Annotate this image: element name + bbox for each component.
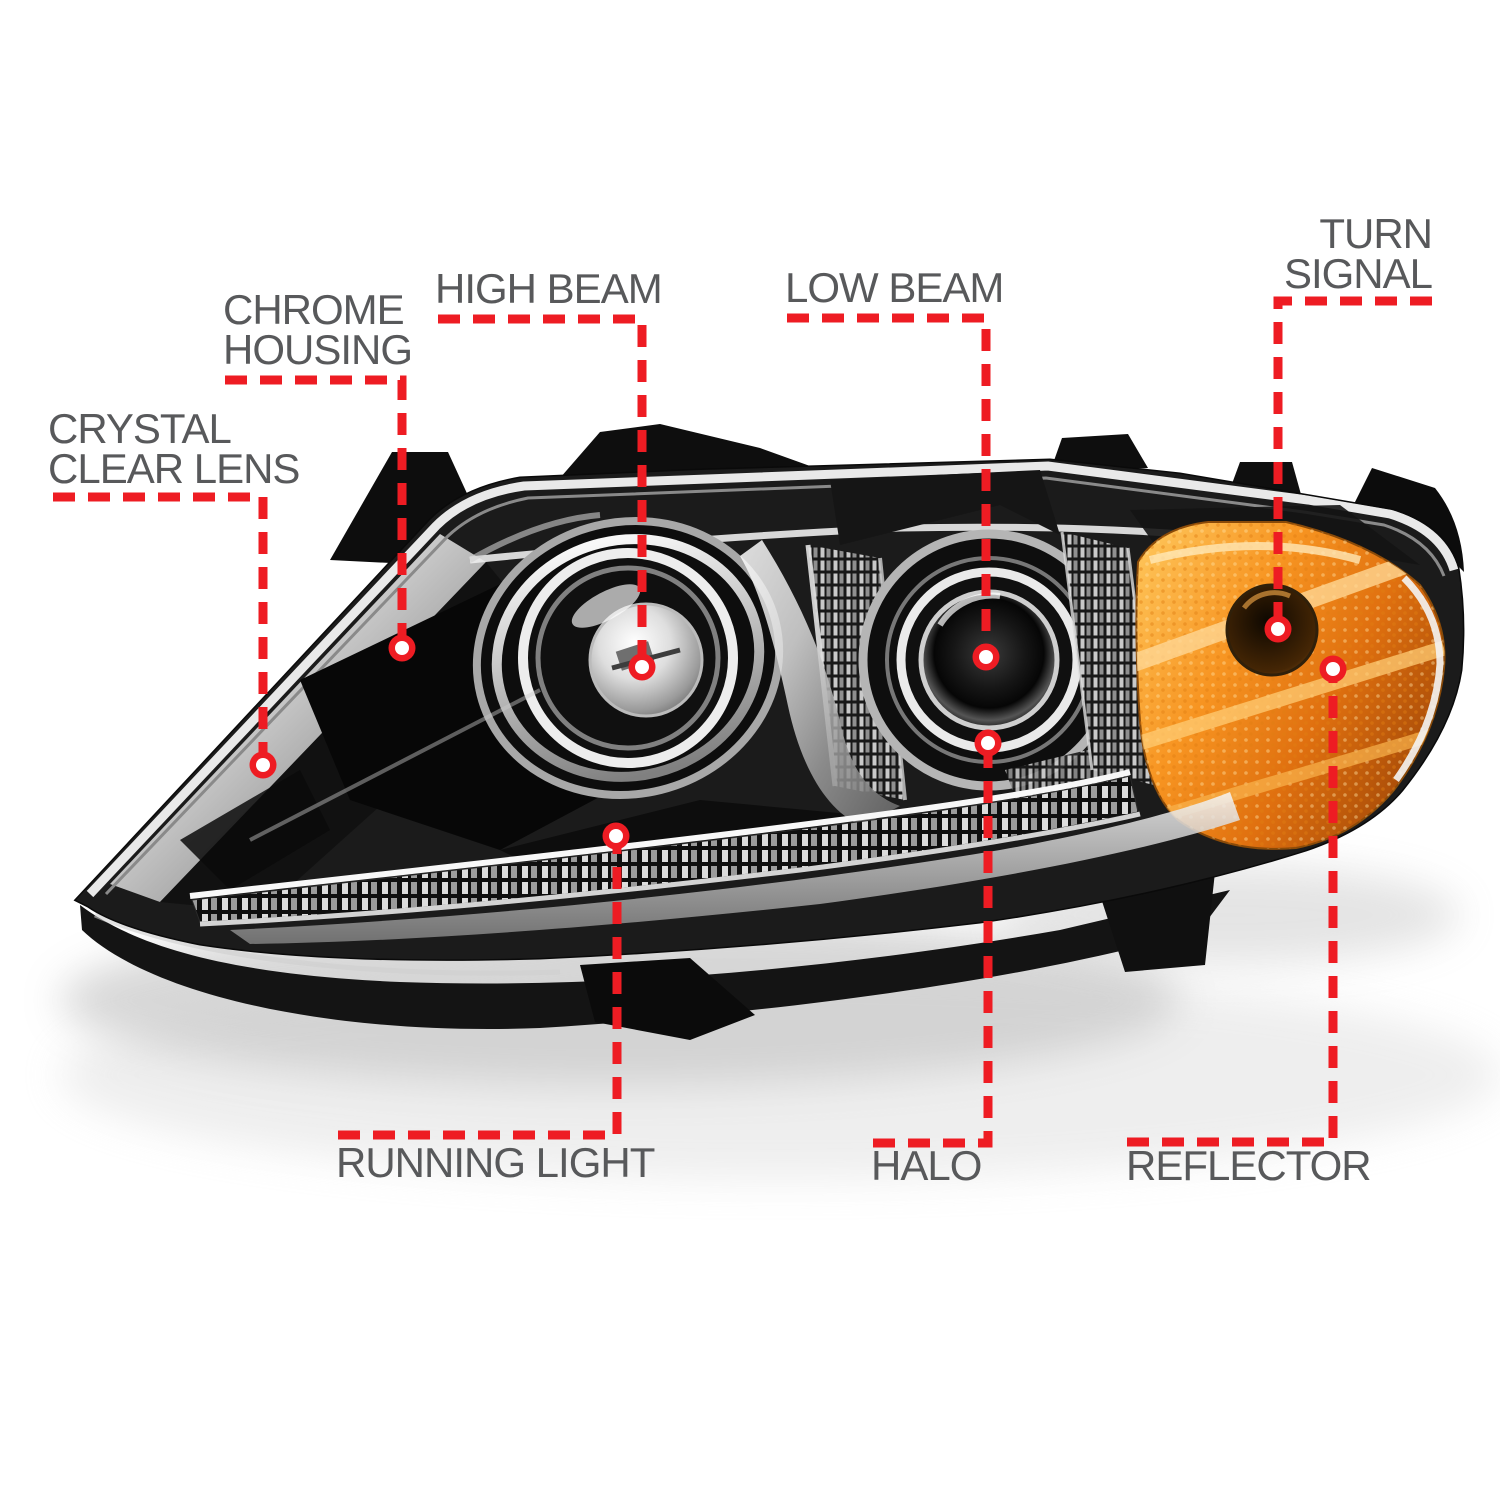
point-chrome-housing bbox=[388, 634, 416, 662]
label-crystal-clear-lens-line2: CLEAR LENS bbox=[48, 445, 300, 492]
point-running-light bbox=[602, 822, 630, 850]
label-reflector-line1: REFLECTOR bbox=[1126, 1142, 1372, 1189]
label-turn-signal-line1: TURN bbox=[1319, 210, 1433, 257]
headlight-photo bbox=[73, 424, 1465, 1040]
label-low-beam-line1: LOW BEAM bbox=[785, 264, 1004, 311]
label-turn-signal: TURN SIGNAL bbox=[1230, 210, 1433, 297]
label-reflector: REFLECTOR bbox=[1126, 1142, 1372, 1189]
leader-turn-signal bbox=[1273, 296, 1432, 629]
point-halo bbox=[974, 729, 1002, 757]
leader-chrome-housing bbox=[225, 375, 407, 648]
leader-high-beam bbox=[438, 314, 647, 667]
callout-lines bbox=[53, 296, 1432, 1148]
label-turn-signal-line2: SIGNAL bbox=[1283, 250, 1433, 297]
label-chrome-housing-line2: HOUSING bbox=[223, 326, 413, 373]
label-high-beam-line1: HIGH BEAM bbox=[435, 265, 663, 312]
leader-crystal-clear-lens bbox=[53, 492, 268, 765]
label-high-beam: HIGH BEAM bbox=[435, 265, 663, 312]
point-low-beam bbox=[972, 643, 1000, 671]
leader-low-beam bbox=[787, 313, 991, 657]
point-high-beam bbox=[628, 653, 656, 681]
label-halo: HALO bbox=[871, 1142, 982, 1189]
label-running-light-line1: RUNNING LIGHT bbox=[336, 1139, 655, 1186]
label-crystal-clear-lens: CRYSTAL CLEAR LENS bbox=[48, 405, 300, 492]
label-running-light: RUNNING LIGHT bbox=[336, 1139, 655, 1186]
point-crystal-clear-lens bbox=[249, 751, 277, 779]
label-crystal-clear-lens-line1: CRYSTAL bbox=[48, 405, 232, 452]
label-chrome-housing: CHROME HOUSING bbox=[223, 286, 413, 373]
label-chrome-housing-line1: CHROME bbox=[223, 286, 405, 333]
leader-halo bbox=[873, 743, 993, 1148]
label-low-beam: LOW BEAM bbox=[785, 264, 1004, 311]
callout-points bbox=[249, 615, 1347, 850]
label-halo-line1: HALO bbox=[871, 1142, 982, 1189]
point-turn-signal bbox=[1264, 615, 1292, 643]
point-reflector bbox=[1319, 655, 1347, 683]
